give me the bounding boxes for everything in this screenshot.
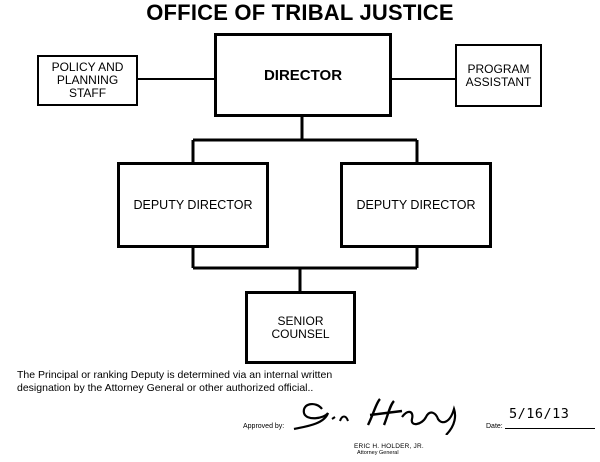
director-label: DIRECTOR — [263, 66, 343, 84]
date-underline — [505, 428, 595, 429]
assistant-label-line-1: PROGRAM — [467, 61, 530, 76]
signature-icon — [293, 398, 457, 435]
signer-name: ERIC H. HOLDER, JR. — [354, 443, 424, 450]
assistant-label-line-2: ASSISTANT — [465, 74, 532, 89]
senior-label-line-1: SENIOR — [277, 313, 324, 328]
senior-label-line-2: COUNSEL — [271, 326, 330, 341]
senior-counsel-box: SENIOR COUNSEL — [245, 291, 356, 364]
designation-note: The Principal or ranking Deputy is deter… — [17, 369, 333, 394]
policy-label-line-2: PLANNING — [56, 73, 119, 87]
program-assistant-box: PROGRAM ASSISTANT — [455, 44, 542, 107]
signer-title: Attorney General — [357, 450, 399, 456]
deputy-director-left-box: DEPUTY DIRECTOR — [117, 162, 269, 248]
policy-label-line-3: STAFF — [68, 86, 107, 100]
deputy-left-label: DEPUTY DIRECTOR — [133, 197, 253, 212]
date-value: 5/16/13 — [509, 406, 570, 422]
policy-label-line-1: POLICY AND — [51, 60, 124, 74]
policy-planning-staff-box: POLICY AND PLANNING STAFF — [37, 55, 138, 106]
director-box: DIRECTOR — [214, 33, 392, 117]
date-label: Date: — [486, 423, 503, 430]
page-title: OFFICE OF TRIBAL JUSTICE — [146, 0, 454, 25]
approved-by-label: Approved by: — [243, 423, 285, 430]
deputy-right-label: DEPUTY DIRECTOR — [356, 197, 476, 212]
deputy-director-right-box: DEPUTY DIRECTOR — [340, 162, 492, 248]
